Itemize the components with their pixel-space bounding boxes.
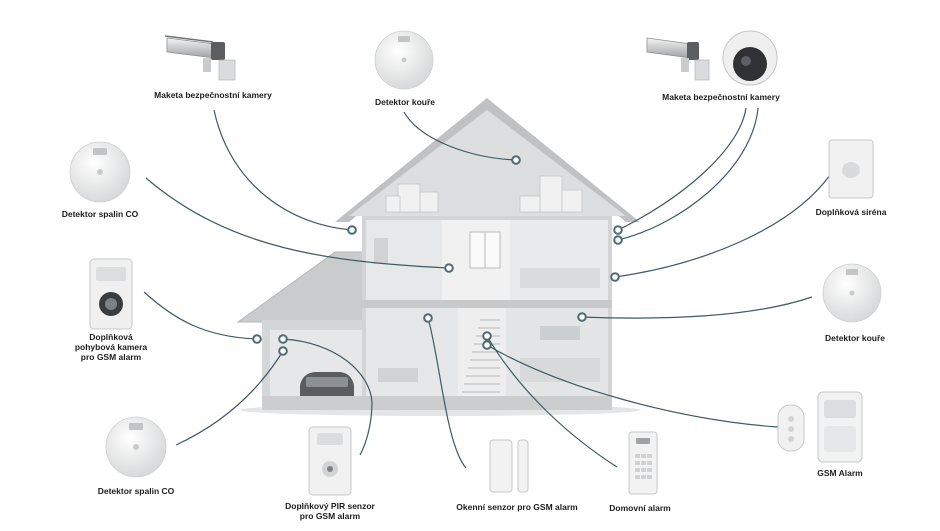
device-label: GSM Alarm <box>817 468 863 478</box>
device-label-line2: pohybová kamera <box>74 342 148 352</box>
label-pir-sensor: Doplňkový PIR senzor pro GSM alarm <box>275 501 385 521</box>
connector-pir-camera <box>143 291 258 340</box>
sensor-dot[interactable] <box>613 235 623 245</box>
shower <box>374 238 388 264</box>
label-gsm-alarm: GSM Alarm <box>800 468 880 478</box>
connector-window-sensor <box>427 317 467 469</box>
pir-sensor-icon <box>308 426 352 496</box>
connector-pir-sensor <box>282 338 373 456</box>
living-room <box>366 308 458 396</box>
sensor-dot[interactable] <box>252 334 262 344</box>
connector-co-bottom <box>175 350 284 446</box>
connector-smoke-right <box>581 296 813 319</box>
device-label: Maketa bezpečnostní kamery <box>154 90 272 100</box>
label-smoke-top: Detektor kouře <box>355 97 455 107</box>
floor-slab <box>362 300 612 308</box>
sensor-dot[interactable] <box>278 334 288 344</box>
smoke-detector-icon <box>374 30 434 90</box>
sofa <box>378 368 418 382</box>
sensor-dot[interactable] <box>347 225 357 235</box>
connector-door-alarm <box>486 335 618 468</box>
device-label-line3: pro GSM alarm <box>80 352 142 362</box>
label-door-alarm: Domovní alarm <box>600 503 680 513</box>
device-label: Okenní senzor pro GSM alarm <box>456 502 578 512</box>
sensor-dot[interactable] <box>613 225 623 235</box>
door-alarm-icon <box>628 431 658 495</box>
device-label: Detektor spalin CO <box>61 209 139 219</box>
sensor-points <box>252 155 623 356</box>
label-cam-dummy-right: Maketa bezpečnostní kamery <box>656 92 786 102</box>
label-smoke-right: Detektor kouře <box>805 333 905 343</box>
pir-camera-icon <box>89 258 133 330</box>
connector-siren <box>614 174 831 278</box>
attic-boxes <box>385 175 583 213</box>
foundation <box>262 396 612 410</box>
sensor-dot[interactable] <box>444 263 454 273</box>
kitchen-cabinet <box>540 326 580 340</box>
device-label-line2: pro GSM alarm <box>299 511 361 521</box>
label-window-sensor: Okenní senzor pro GSM alarm <box>452 502 582 512</box>
label-co-top: Detektor spalin CO <box>50 209 150 219</box>
sensor-dot[interactable] <box>482 331 492 341</box>
connector-lines <box>143 107 831 469</box>
connector-gsm-alarm <box>486 344 779 428</box>
smoke-detector-icon <box>822 263 882 323</box>
co-detector-icon <box>69 141 131 203</box>
connector-cam-dummy-left <box>213 109 353 231</box>
window-sensor-icon <box>489 439 529 493</box>
connector-cam-dummy-right-a <box>617 107 747 231</box>
kitchen <box>506 308 608 396</box>
stairs <box>462 319 500 393</box>
label-cam-dummy-left: Maketa bezpečnostní kamery <box>148 90 278 100</box>
sensor-dot[interactable] <box>423 313 433 323</box>
gsm-alarm-icon <box>777 391 863 463</box>
sensor-dot[interactable] <box>482 340 492 350</box>
sensor-dot[interactable] <box>610 272 620 282</box>
device-label: Maketa bezpečnostní kamery <box>662 92 780 102</box>
siren-icon <box>828 139 874 199</box>
sensor-dot[interactable] <box>511 155 521 165</box>
connector-co-top <box>145 177 450 269</box>
sensor-dot[interactable] <box>278 346 288 356</box>
label-co-bottom: Detektor spalin CO <box>86 486 186 496</box>
house-illustration <box>236 98 640 416</box>
device-label-line1: Doplňková <box>89 332 133 342</box>
device-label: Doplňková siréna <box>815 207 887 217</box>
device-label-line1: Doplňkový PIR senzor <box>285 501 375 511</box>
connector-smoke-top <box>403 111 517 161</box>
device-label: Domovní alarm <box>609 503 671 513</box>
bullet-camera-icon <box>164 35 236 81</box>
device-label: Detektor spalin CO <box>97 486 175 496</box>
sensor-dot[interactable] <box>577 312 587 322</box>
co-detector-icon <box>105 416 167 478</box>
device-label: Detektor kouře <box>375 97 435 107</box>
garage-roof <box>236 251 367 323</box>
connector-cam-dummy-right-b <box>617 107 759 241</box>
device-label: Detektor kouře <box>825 333 885 343</box>
bed <box>520 268 600 288</box>
kitchen-counter <box>520 358 600 382</box>
label-pir-camera: Doplňková pohybová kamera pro GSM alarm <box>61 332 161 362</box>
label-siren: Doplňková siréna <box>801 207 901 217</box>
bullet-and-dome-camera-icon <box>646 30 778 86</box>
